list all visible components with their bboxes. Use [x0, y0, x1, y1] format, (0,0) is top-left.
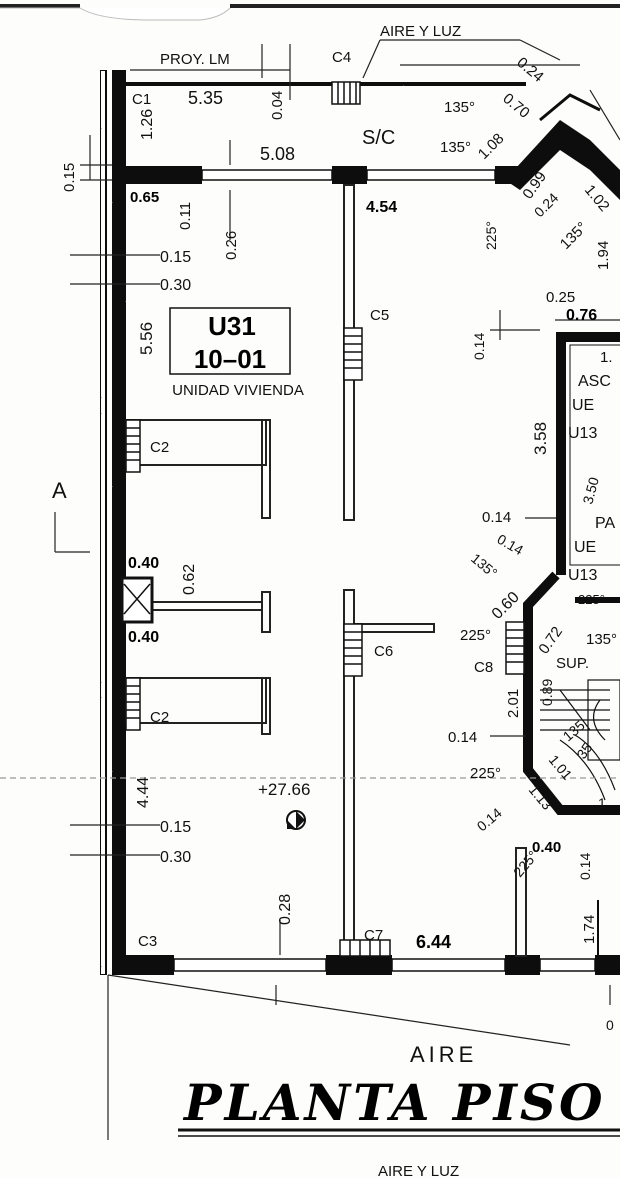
dim-0-65: 0.65 [130, 189, 159, 206]
unit-box [169, 307, 291, 375]
dimension-lines [0, 39, 620, 1140]
dim-1-13: 1.13 [526, 782, 556, 813]
dim-0-70: 0.70 [499, 90, 532, 122]
dim-6-44: 6.44 [416, 932, 451, 952]
dim-0-04: 0.04 [269, 91, 286, 120]
column-c2-upper: C2 [150, 439, 169, 456]
dim-1-74: 1.74 [581, 915, 598, 944]
asc-label: ASC [578, 373, 611, 390]
core-outline [569, 344, 620, 566]
dim-0-14-f: 0.14 [577, 853, 593, 880]
dim-35: 35 [573, 740, 595, 762]
dim-0-15-a: 0.15 [160, 249, 191, 266]
angle-135-d: 135° [468, 550, 500, 581]
dim-5-08: 5.08 [260, 144, 295, 164]
dim-1-26: 1.26 [139, 109, 156, 140]
column-c8: C8 [474, 659, 493, 676]
column-labels: C1 C2 C2 C3 C4 C5 C6 C7 C8 [132, 49, 493, 950]
dim-0-89: 0.89 [539, 679, 555, 706]
dim-0-25: 0.25 [546, 289, 575, 306]
unit-type: UNIDAD VIVIENDA [172, 382, 304, 399]
dim-4-44: 4.44 [135, 777, 152, 808]
dim-1-08: 1.08 [475, 130, 508, 163]
aire-y-luz-top: AIRE Y LUZ [380, 23, 461, 40]
column-hatches [120, 81, 525, 957]
dim-0-62: 0.62 [181, 564, 198, 595]
angle-135-c: 135° [557, 219, 591, 253]
dim-0: 0 [606, 1017, 614, 1033]
column-c4: C4 [332, 49, 351, 66]
level-label: +27.66 [258, 780, 310, 799]
dim-1-94: 1.94 [595, 241, 612, 270]
aire-y-luz-bottom: AIRE Y LUZ [378, 1163, 459, 1178]
dim-0-14-b: 0.14 [482, 509, 511, 526]
one-label: 1. [600, 349, 613, 366]
plan-title: PLANTA PISO [182, 1073, 606, 1132]
dim-0-72: 0.72 [535, 624, 566, 658]
dim-0-40-a: 0.40 [128, 555, 159, 572]
dim-0-30-b: 0.30 [160, 849, 191, 866]
dim-1: 1 [598, 795, 606, 811]
dim-2-01: 2.01 [505, 689, 522, 718]
dim-0-14-c: 0.14 [495, 531, 527, 559]
dim-0-24-top: 0.24 [513, 54, 546, 86]
dim-0-30-a: 0.30 [160, 277, 191, 294]
angle-225-a: 225° [483, 221, 499, 250]
column-c3: C3 [138, 933, 157, 950]
angle-225-c: 225° [460, 627, 491, 644]
dim-4-54: 4.54 [366, 199, 397, 216]
dim-0-26: 0.26 [223, 231, 240, 260]
dimension-texts: 5.35 0.04 1.26 5.08 0.15 0.65 0.11 0.26 … [61, 54, 617, 1033]
pa-label: PA [595, 515, 615, 532]
column-c2-lower: C2 [150, 709, 169, 726]
stair [540, 679, 620, 801]
drawing-title: PLANTA PISO [178, 1073, 620, 1137]
dim-0-76: 0.76 [566, 307, 597, 324]
column-c6: C6 [374, 643, 393, 660]
column-c1: C1 [132, 91, 151, 108]
dim-0-14-e: 0.14 [474, 804, 505, 834]
dim-0-28: 0.28 [277, 894, 294, 925]
angle-135-a: 135° [444, 99, 475, 116]
aire-label: AIRE [410, 1042, 477, 1067]
sc-label: S/C [362, 127, 395, 149]
dim-0-15-b: 0.15 [160, 819, 191, 836]
area-labels: AIRE Y LUZ PROY. LM S/C AIRE AIRE Y LUZ … [52, 23, 615, 1178]
dim-0-14-a: 0.14 [471, 333, 487, 360]
dim-0-14-d: 0.14 [448, 729, 477, 746]
dim-3-50: 3.50 [579, 475, 602, 506]
level-marker [286, 810, 306, 830]
column-c5: C5 [370, 307, 389, 324]
unit-code: U31 [208, 311, 256, 341]
sup-label: SUP. [556, 655, 589, 672]
proy-lm-label: PROY. LM [160, 51, 230, 68]
angle-225-b: 225° [578, 592, 605, 607]
ue-label-1: UE [572, 397, 594, 414]
dim-0-15-top: 0.15 [61, 163, 78, 192]
angle-135-e: 135° [586, 631, 617, 648]
section-a-label: A [52, 478, 67, 503]
sheet-border [0, 4, 620, 21]
dim-3-58: 3.58 [531, 422, 550, 455]
angle-135-b: 135° [440, 139, 471, 156]
dim-0-40-c: 0.40 [532, 839, 561, 856]
column-c7: C7 [364, 927, 383, 944]
dim-0-11: 0.11 [177, 202, 194, 230]
walls [99, 69, 620, 976]
ue-label-2: UE [574, 539, 596, 556]
u13-label-2: U13 [568, 567, 597, 584]
dim-0-40-b: 0.40 [128, 629, 159, 646]
dim-5-35: 5.35 [188, 88, 223, 108]
unit-label: U31 10–01 UNIDAD VIVIENDA [172, 311, 304, 399]
u13-label-1: U13 [568, 425, 597, 442]
unit-floor: 10–01 [194, 344, 266, 374]
dim-5-56: 5.56 [137, 322, 156, 355]
angle-225-d: 225° [470, 765, 501, 782]
dim-0-60: 0.60 [489, 589, 523, 623]
